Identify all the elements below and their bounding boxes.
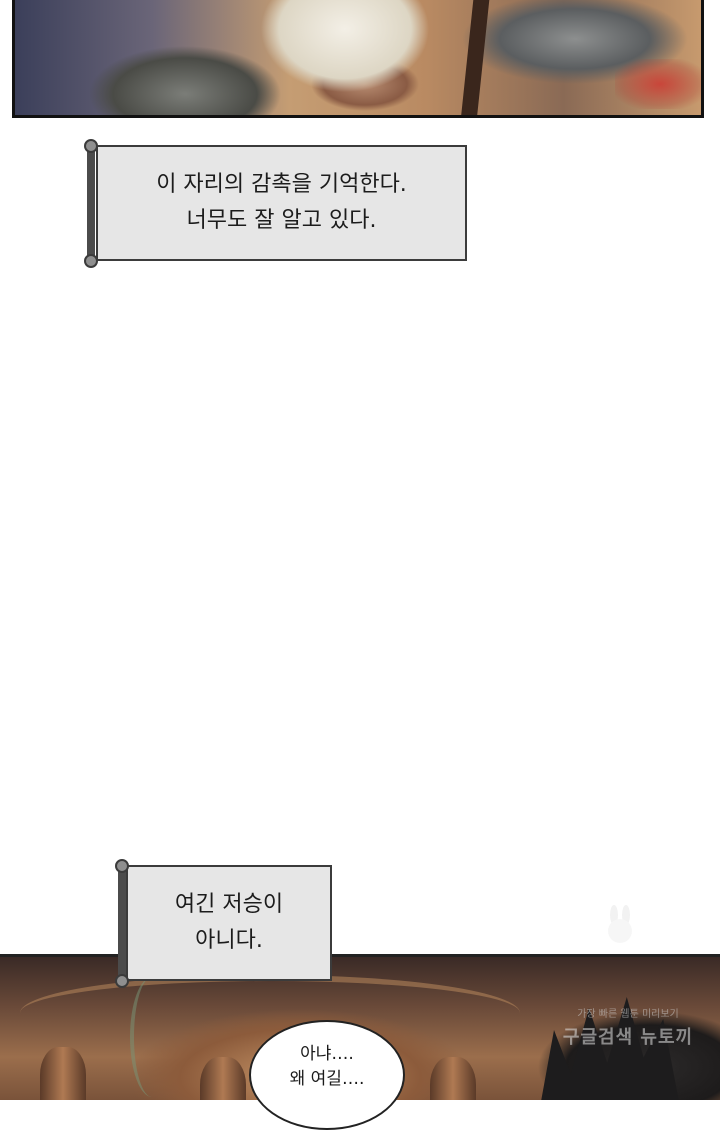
caption-scroll-rod	[87, 146, 95, 260]
narration-caption-1: 이 자리의 감촉을 기억한다. 너무도 잘 알고 있다.	[96, 145, 467, 261]
rabbit-mascot-icon	[608, 905, 632, 943]
narration-caption-2: 여긴 저승이 아니다.	[126, 865, 332, 981]
scroll-knob-top	[115, 859, 129, 873]
caption-line: 너무도 잘 알고 있다.	[186, 208, 377, 233]
caption-scroll-rod	[118, 866, 126, 980]
clay-jar	[430, 1057, 476, 1100]
watermark-tagline: 가장 빠른 웹툰 미리보기	[577, 1009, 679, 1020]
caption-line: 아니다.	[195, 928, 263, 953]
scroll-knob-top	[84, 139, 98, 153]
bubble-line: 아냐….	[300, 1044, 354, 1064]
caption-line: 이 자리의 감촉을 기억한다.	[156, 172, 407, 197]
site-watermark: 가장 빠른 웹툰 미리보기 구글검색 뉴토끼	[538, 905, 718, 1065]
smoke-wisp	[130, 977, 174, 1097]
speech-bubble: 아냐…. 왜 여길….	[249, 1020, 405, 1130]
clay-jar	[40, 1047, 86, 1100]
scroll-knob-bottom	[84, 254, 98, 268]
bubble-line: 왜 여길….	[289, 1069, 365, 1089]
caption-line: 여긴 저승이	[174, 892, 284, 917]
comic-panel-bottom	[0, 954, 720, 1100]
watermark-brand: 구글검색 뉴토끼	[562, 1027, 694, 1048]
leather-strap	[460, 0, 490, 115]
clay-jar	[200, 1057, 246, 1100]
scroll-knob-bottom	[115, 974, 129, 988]
comic-panel-top	[12, 0, 704, 118]
blood-stain	[615, 59, 701, 109]
